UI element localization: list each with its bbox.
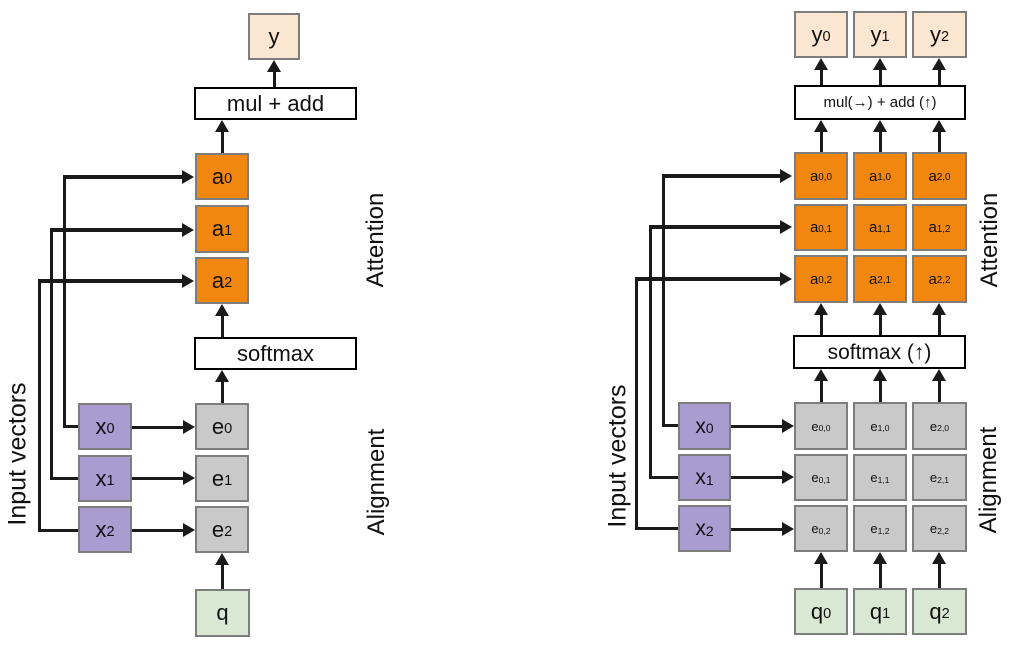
right-mul-add-op-box: mul(→) + add (↑) bbox=[794, 85, 966, 120]
arrow-e-col1-to-softmax bbox=[872, 369, 888, 402]
arrow-e0-to-softmax bbox=[214, 370, 230, 403]
right-input-vectors-label: Input vectors bbox=[603, 384, 632, 528]
left-attention-label: Attention bbox=[362, 192, 389, 288]
arrow-muladd-to-y0 bbox=[813, 58, 829, 85]
left-mul-add-op-box: mul + add bbox=[194, 87, 357, 120]
right-alignment-label: Alignment bbox=[975, 426, 1002, 534]
arrow-e-col2-to-softmax bbox=[931, 369, 947, 402]
route-right-x2-v bbox=[635, 277, 638, 530]
arrow-q1-to-e-col1 bbox=[872, 552, 888, 588]
arrow-a-col0-to-muladd bbox=[813, 120, 829, 152]
arrow-a0-to-muladd bbox=[214, 120, 230, 153]
right-attention-label: Attention bbox=[976, 192, 1003, 288]
arrow-x0-to-e0 bbox=[132, 419, 195, 435]
route-right-x2-h2 bbox=[635, 277, 780, 281]
arrow-muladd-to-y1 bbox=[872, 58, 888, 85]
route-right-x1-v bbox=[649, 225, 652, 479]
route-right-x0-h2 bbox=[662, 174, 780, 178]
route-right-x1-h2 bbox=[649, 225, 780, 229]
left-softmax-op-box: softmax bbox=[194, 337, 357, 370]
left-output-box-y: y bbox=[248, 13, 300, 60]
arrow-muladd-to-y bbox=[266, 60, 282, 87]
route-x1-h1 bbox=[50, 477, 78, 480]
route-right-x2-arrowhead bbox=[780, 272, 792, 286]
route-x1-v bbox=[50, 228, 53, 480]
left-alignment-label: Alignment bbox=[363, 428, 390, 536]
left-input-vectors-label: Input vectors bbox=[3, 382, 32, 526]
arrow-x1-to-e1 bbox=[132, 470, 195, 486]
route-x2-arrowhead bbox=[182, 274, 194, 288]
arrow-softmax-to-a-col0 bbox=[813, 303, 829, 335]
arrow-q-to-e2 bbox=[214, 553, 230, 589]
route-right-x1-h1 bbox=[649, 476, 678, 479]
arrow-x2-to-e-row2 bbox=[731, 521, 794, 537]
arrow-muladd-to-y2 bbox=[931, 58, 947, 85]
arrow-q2-to-e-col2 bbox=[931, 552, 947, 588]
route-right-x2-h1 bbox=[635, 527, 678, 530]
route-x0-v bbox=[63, 175, 66, 428]
arrow-softmax-to-a2 bbox=[214, 304, 230, 337]
arrow-x1-to-e-row1 bbox=[731, 469, 794, 485]
arrow-e-col0-to-softmax bbox=[813, 369, 829, 402]
route-x1-h2 bbox=[50, 228, 182, 232]
route-right-x0-arrowhead bbox=[780, 169, 792, 183]
route-x1-arrowhead bbox=[182, 223, 194, 237]
arrow-softmax-to-a-col1 bbox=[872, 303, 888, 335]
arrow-q0-to-e-col0 bbox=[813, 552, 829, 588]
route-x2-h1 bbox=[38, 529, 78, 532]
arrow-a-col2-to-muladd bbox=[931, 120, 947, 152]
arrow-x0-to-e-row0 bbox=[731, 418, 794, 434]
left-query-box-q: q bbox=[195, 589, 250, 637]
route-x2-h2 bbox=[38, 279, 182, 283]
route-x0-h1 bbox=[63, 425, 78, 428]
arrow-softmax-to-a-col2 bbox=[931, 303, 947, 335]
route-x0-arrowhead bbox=[182, 170, 194, 184]
route-right-x1-arrowhead bbox=[780, 220, 792, 234]
route-right-x0-h1 bbox=[662, 424, 678, 427]
right-softmax-op-box: softmax (↑) bbox=[793, 335, 966, 369]
arrow-a-col1-to-muladd bbox=[872, 120, 888, 152]
arrow-x2-to-e2 bbox=[132, 522, 195, 538]
route-x0-h2 bbox=[63, 175, 182, 179]
route-x2-v bbox=[38, 279, 41, 532]
route-right-x0-v bbox=[662, 174, 665, 427]
